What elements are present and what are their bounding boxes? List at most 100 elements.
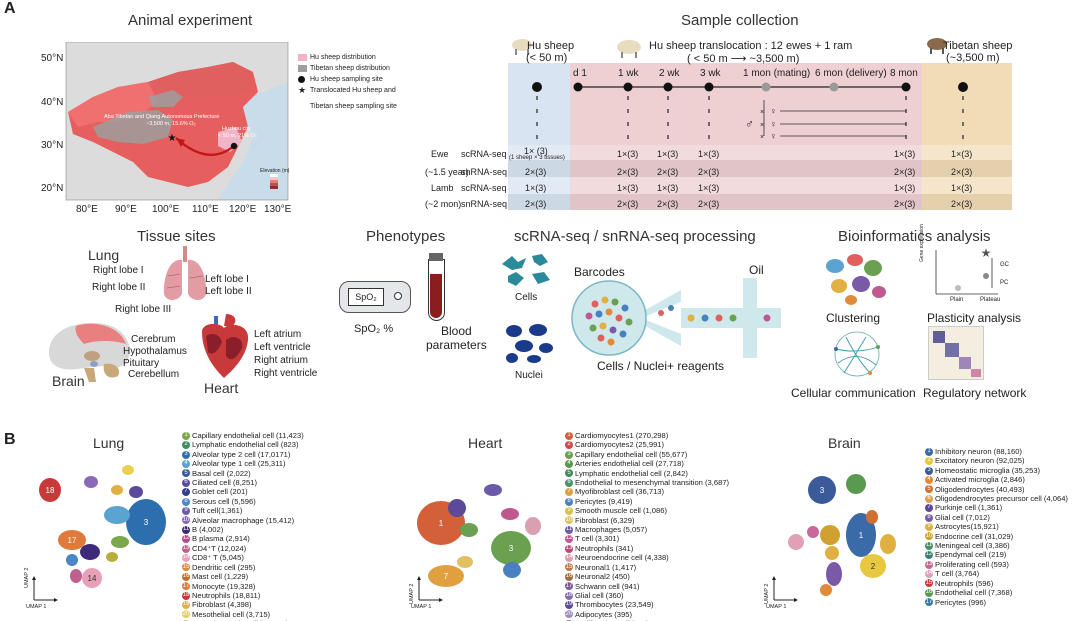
processing-title: scRNA-seq / snRNA-seq processing [514, 228, 756, 245]
panel-letter-a: A [4, 0, 16, 17]
legend-marker: 11 [565, 525, 573, 534]
legend-label: Thrombocytes (23,549) [575, 600, 654, 610]
svg-text:★: ★ [981, 248, 992, 260]
blood-parameters-label: Blood parameters [426, 324, 487, 352]
cell-r4-1wk: 2×(3) [617, 199, 639, 209]
legend-label: Glial cell (7,012) [935, 512, 990, 522]
hypothalamus-label: Hypothalamus [123, 346, 187, 357]
cell-r1-3wk: 1×(3) [698, 149, 720, 159]
legend-label: Neutrophils (341) [575, 543, 634, 553]
cell-r2-2wk: 2×(3) [657, 167, 679, 177]
legend-marker: 2 [182, 441, 190, 450]
ewe-label: Ewe [431, 149, 449, 159]
legend-label: Meningeal cell (3,386) [935, 541, 1010, 551]
legend-label: Smooth muscle cell (10,847) [192, 619, 288, 621]
left-lobe-2: Left lobe II [205, 286, 252, 297]
legend-label: Proliferating cell (946) [575, 619, 649, 621]
lon-tick-120: 120°E [229, 204, 257, 215]
cell-r4-8mon: 2×(3) [894, 199, 916, 209]
svg-text:3: 3 [820, 486, 825, 495]
huzhou-label-1: Huzhou city [222, 126, 251, 132]
spo2-label: SpO₂ % [354, 323, 394, 335]
legend-marker: 9 [182, 506, 190, 515]
legend-marker: 15 [182, 563, 190, 572]
pc-label: PC [1000, 280, 1009, 286]
svg-text:×: × [760, 134, 764, 141]
legend-label: Endocrine cell (31,029) [935, 531, 1014, 541]
cell-hu-ewe-sc-note: (1 sheep × 3 tissues) [509, 155, 565, 161]
legend-marker: 15 [925, 579, 933, 588]
barcodes-label: Barcodes [574, 265, 625, 279]
brain-label: Brain [52, 373, 85, 389]
legend-label: Arteries endothelial cell (27,718) [575, 459, 684, 469]
legend-marker: 12 [565, 535, 573, 544]
svg-text:14: 14 [88, 574, 97, 583]
microfluidic-illustration [571, 278, 781, 358]
svg-text:×: × [760, 109, 764, 116]
hu-sheep-label: Hu sheep [527, 40, 575, 52]
legend-marker: 5 [182, 469, 190, 478]
reagents-label: Cells / Nuclei+ reagents [597, 359, 725, 373]
gene-expression-label: Gene expression [919, 224, 925, 262]
legend-marker: 2 [925, 457, 933, 466]
cell-r1-1wk: 1×(3) [617, 149, 639, 159]
legend-label: Ependymal cell (219) [935, 550, 1007, 560]
cell-r4-2wk: 2×(3) [657, 199, 679, 209]
cell-r2-3wk: 2×(3) [698, 167, 720, 177]
pituitary-label: Pituitary [123, 358, 160, 369]
right-lobe-1: Right lobe I [93, 265, 144, 276]
nuclei-illustration [504, 322, 556, 364]
legend-marker: 8 [565, 497, 573, 506]
legend-label: Pericytes (9,419) [575, 496, 633, 506]
regulatory-heatmap [928, 326, 984, 380]
tibetan-sheep-label: Tibetan sheep [943, 40, 1013, 52]
legend-marker: 14 [925, 569, 933, 578]
brain-umap-title: Brain [828, 435, 861, 451]
cerebrum-label: Cerebrum [131, 334, 176, 345]
phenotypes-title: Phenotypes [366, 228, 446, 245]
tibetan-sheep-altitude: (~3,500 m) [946, 52, 1000, 64]
legend-label: Alveolar macrophage (15,412) [192, 515, 295, 525]
legend-label: B plasma (2,914) [192, 534, 250, 544]
brain-umap2-label: UMAP 2 [764, 583, 770, 604]
legend-translocated-2: Tibetan sheep sampling site [310, 103, 397, 110]
legend-marker: 6 [182, 478, 190, 487]
svg-text:3: 3 [509, 544, 514, 553]
right-ventricle-label: Right ventricle [254, 368, 318, 379]
oximeter-device: SpO₂ [339, 281, 411, 313]
nuclei-label: Nuclei [515, 370, 543, 381]
legend-label: Endothelial cell (7,368) [935, 588, 1013, 598]
legend-label: Neuronal2 (450) [575, 572, 630, 582]
cell-r1-8mon: 1×(3) [894, 149, 916, 159]
power-icon [394, 292, 402, 300]
oximeter-screen: SpO₂ [348, 288, 384, 306]
legend-marker: 11 [182, 525, 190, 534]
regulatory-label: Regulatory network [923, 386, 1027, 400]
lon-tick-90: 90°E [115, 204, 137, 215]
legend-label: Serous cell (5,596) [192, 496, 256, 506]
cell-r1-tibetan: 1×(3) [951, 149, 973, 159]
legend-marker: 4 [565, 459, 573, 468]
cell-r4-hu: 2×(3) [525, 199, 547, 209]
legend-marker: 17 [565, 582, 573, 591]
legend-marker: 2 [565, 441, 573, 450]
